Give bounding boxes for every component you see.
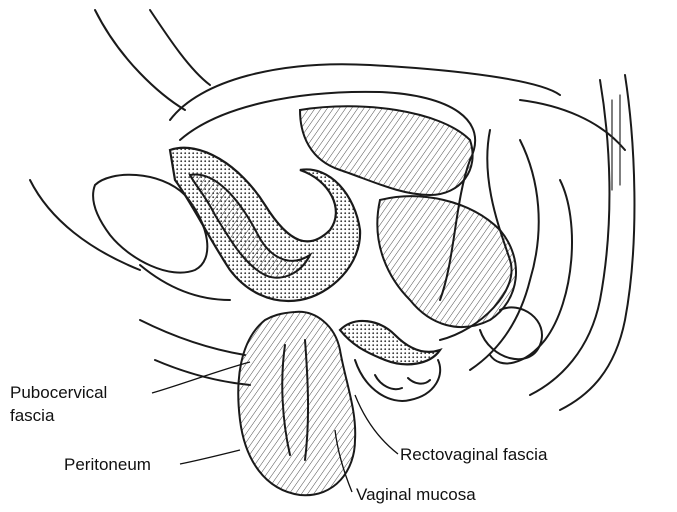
label-vaginal-mucosa: Vaginal mucosa xyxy=(335,430,476,504)
vaginal-mucosa-label: Vaginal mucosa xyxy=(356,485,476,504)
rectovaginal-fascia-label: Rectovaginal fascia xyxy=(400,445,548,464)
pubocervical-fascia-leader xyxy=(152,362,250,393)
rectovaginal-fascia-leader xyxy=(355,395,398,454)
label-rectovaginal-fascia: Rectovaginal fascia xyxy=(355,395,548,464)
pubocervical-fascia-label-line1: Pubocervical xyxy=(10,383,107,402)
peritoneum-leader xyxy=(180,450,240,464)
label-peritoneum: Peritoneum xyxy=(64,450,240,474)
peritoneum-label: Peritoneum xyxy=(64,455,151,474)
vaginal-canal xyxy=(238,312,440,495)
label-pubocervical-fascia: Pubocervical fascia xyxy=(10,362,250,425)
pubocervical-fascia-label-line2: fascia xyxy=(10,406,55,425)
bladder-region xyxy=(93,148,360,301)
